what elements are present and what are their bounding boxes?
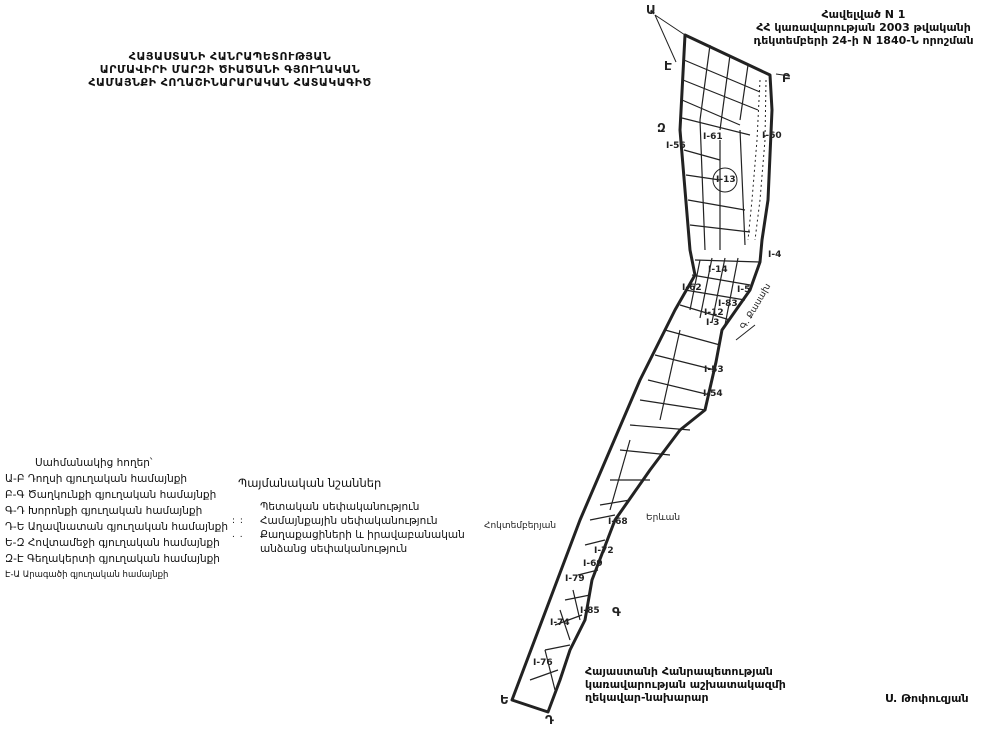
parcel-label: I-69 (583, 559, 603, 569)
parcel-label: I-85 (580, 606, 600, 616)
parcel-label: I-14 (708, 265, 728, 275)
parcel-label: I-4 (768, 250, 781, 260)
point-a: Ա (646, 3, 656, 17)
legend-symbol: . . (232, 530, 244, 540)
neighbor-lands: Սահմանակից հողեր՝ Ա-Բ Դողսի գյուղական հա… (5, 455, 228, 583)
minister-line: Հայաստանի Հանրապետության (585, 665, 773, 678)
parcel-label: I-79 (565, 574, 585, 584)
community-boundary (510, 33, 774, 714)
point-e2: Է (664, 59, 672, 73)
point-g: Գ (612, 605, 621, 619)
approval-line: դեկտեմբերի 24-ի N 1840-Ն որոշման (753, 34, 974, 47)
document-title: ՀԱՅԱՍՏԱՆԻ ՀԱՆՐԱՊԵՏՈՒԹՅԱՆ ԱՐՄԱՎԻՐԻ ՄԱՐԶԻ … (80, 50, 380, 89)
road-arrow (735, 324, 756, 341)
point-e: Ե (500, 693, 509, 707)
village-center (712, 167, 738, 193)
river-channel (747, 79, 767, 241)
title-line: ՀԱՄԱՅՆՔԻ ՀՈՂԱՇԻՆԱՐԱՐԱԿԱՆ ՀԱՏԱԿԱԳԻԾ (88, 76, 372, 89)
neighbor-item: Դ-Ե Աղավնատան գյուղական համայնքի (5, 521, 228, 533)
neighbor-item: Զ-Է Գեղակերտի գյուղական համայնքի (5, 553, 220, 565)
legend-item: : :Համայնքային սեփականություն (232, 515, 438, 527)
legend-heading: Պայմանական նշաններ (238, 476, 382, 490)
parcel-label: I-68 (608, 517, 628, 527)
title-line: ՀԱՅԱՍՏԱՆԻ ՀԱՆՐԱՊԵՏՈՒԹՅԱՆ (128, 50, 332, 63)
point-z: Զ (657, 121, 666, 135)
parcel-label: I-12 (704, 308, 724, 318)
legend-item: Պետական սեփականություն (260, 501, 420, 513)
parcel-label: I-60 (762, 131, 782, 141)
neighbor-item: Է-Ա Արագածի գյուղական համայնքի (5, 570, 169, 580)
parcel-label: I-5 (737, 285, 750, 295)
region-hoktemberyan: Հոկտեմբերյան (484, 521, 556, 531)
point-b: Բ (782, 71, 791, 85)
neighbor-item: Գ-Դ Խորոնքի գյուղական համայնքի (5, 505, 203, 517)
approval-line: Հավելված N 1 (821, 8, 906, 21)
minister-title: Հայաստանի Հանրապետության կառավարության ա… (585, 665, 786, 704)
parcel-label: I-53 (704, 365, 724, 375)
parcel-label: I-3 (706, 318, 719, 328)
minister-line: ղեկավար-նախարար (585, 691, 709, 704)
neighbors-heading: Սահմանակից հողեր՝ (35, 457, 153, 469)
parcel-label: I-76 (533, 658, 553, 668)
legend-item: . .Քաղաքացիների և իրավաբանական (232, 529, 465, 541)
parcel-label: I-72 (594, 546, 614, 556)
parcel-label: I-13 (716, 175, 736, 185)
legend-symbol: : : (232, 516, 244, 526)
parcel-label: I-54 (703, 389, 723, 399)
title-line: ԱՐՄԱՎԻՐԻ ՄԱՐԶԻ ԾԻԱԾԱՆԻ ԳՅՈՒՂԱԿԱՆ (99, 63, 361, 76)
legend-item: անձանց սեփականություն (260, 543, 408, 555)
neighbor-item: Ա-Բ Դողսի գյուղական համայնքի (5, 473, 188, 485)
approval-note: Հավելված N 1 ՀՀ կառավարության 2003 թվակա… (740, 8, 987, 47)
signatory-name: Ս. Թոփուզյան (885, 692, 969, 705)
parcel-label: I-61 (703, 132, 723, 142)
region-yerevan: Երևան (646, 513, 680, 523)
map-legend: Պայմանական նշաններ Պետական սեփականությու… (232, 476, 465, 556)
boundary-rays (654, 14, 791, 77)
parcel-label: I-62 (682, 283, 702, 293)
neighbor-item: Բ-Գ Ծաղկունքի գյուղական համայնքի (5, 489, 217, 501)
parcel-lines (529, 44, 761, 691)
minister-line: կառավարության աշխատակազմի (585, 678, 786, 691)
parcel-label: I-74 (550, 618, 570, 628)
neighbor-item: Ե-Զ Հովտամեջի գյուղական համայնքի (5, 537, 220, 549)
point-d: Դ (545, 713, 554, 727)
parcel-label: I-56 (666, 141, 686, 151)
approval-line: ՀՀ կառավարության 2003 թվականի (756, 21, 971, 34)
parcel-label: I-83 (718, 299, 738, 309)
